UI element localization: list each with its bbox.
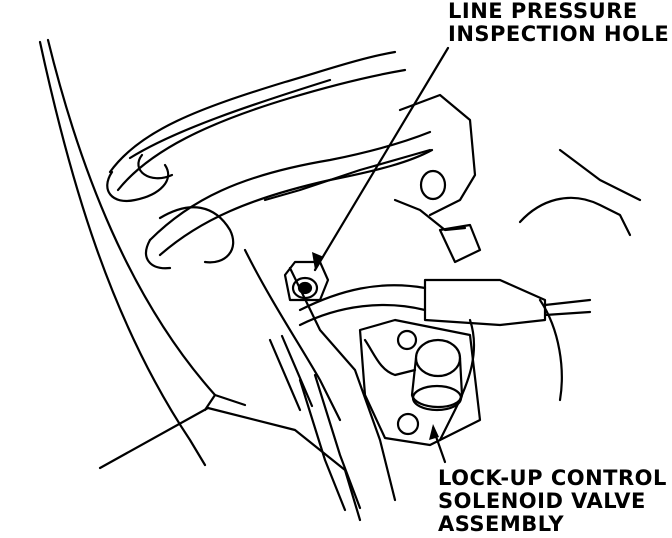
wire-to-connector-2	[300, 305, 425, 325]
valve-body-rib	[270, 340, 300, 410]
mount-bolt-lower	[398, 414, 418, 434]
inspection-plug-inner	[299, 283, 311, 293]
casting-right-curve	[440, 320, 474, 440]
upper-hose-3	[130, 80, 330, 158]
arrowhead-pressure	[312, 252, 324, 270]
callout-line: LOCK-UP CONTROL	[438, 466, 667, 490]
valve-body-slot-2	[315, 375, 360, 508]
connector-clip	[440, 225, 480, 262]
arrowhead-solenoid	[429, 424, 439, 440]
bracket-boss	[421, 171, 445, 199]
valve-body-rib-2	[282, 336, 312, 406]
inspection-plug	[293, 278, 317, 298]
casting-right-edge	[520, 198, 630, 235]
hose-loop-left-2	[138, 155, 172, 178]
upper-hose-1	[110, 52, 395, 172]
solenoid-body	[412, 358, 462, 407]
callout-line: LINE PRESSURE	[448, 0, 638, 23]
callout-line: INSPECTION HOLE	[448, 22, 670, 46]
housing-outer-arc	[40, 42, 205, 465]
connector-lead-2	[545, 312, 590, 315]
valve-body-top	[265, 150, 430, 200]
callout-line: SOLENOID VALVE	[438, 489, 646, 513]
valve-body-slot-1	[300, 380, 345, 510]
inspection-boss	[285, 262, 328, 300]
callout-line-pressure-inspection-hole: LINE PRESSURE INSPECTION HOLE	[448, 0, 669, 46]
bracket-right	[400, 95, 475, 215]
bracket-step	[395, 200, 465, 230]
bell-housing-edge	[100, 408, 360, 520]
solenoid-cap	[416, 340, 460, 376]
connector-body	[425, 280, 545, 325]
upper-hose-2	[118, 70, 405, 190]
harness-1	[150, 132, 430, 240]
solenoid-base	[413, 386, 461, 410]
connector-lead	[545, 300, 590, 305]
housing-inner-arc	[48, 40, 215, 395]
solenoid-plate	[360, 320, 480, 445]
callout-lock-up-control-solenoid: LOCK-UP CONTROL SOLENOID VALVE ASSEMBLY	[438, 467, 667, 536]
harness-3	[160, 207, 233, 262]
bell-housing-inner	[205, 395, 245, 410]
valve-body-right	[290, 268, 395, 500]
hose-loop-left	[107, 165, 168, 201]
mount-bolt-upper	[398, 331, 416, 349]
harness-loop	[146, 240, 170, 268]
casting-far-right	[560, 150, 640, 200]
leader-line-pressure	[315, 48, 448, 270]
valve-body-left	[245, 250, 340, 420]
solenoid-tube	[365, 340, 415, 375]
callout-line: ASSEMBLY	[438, 512, 565, 536]
wire-to-connector	[300, 285, 425, 310]
